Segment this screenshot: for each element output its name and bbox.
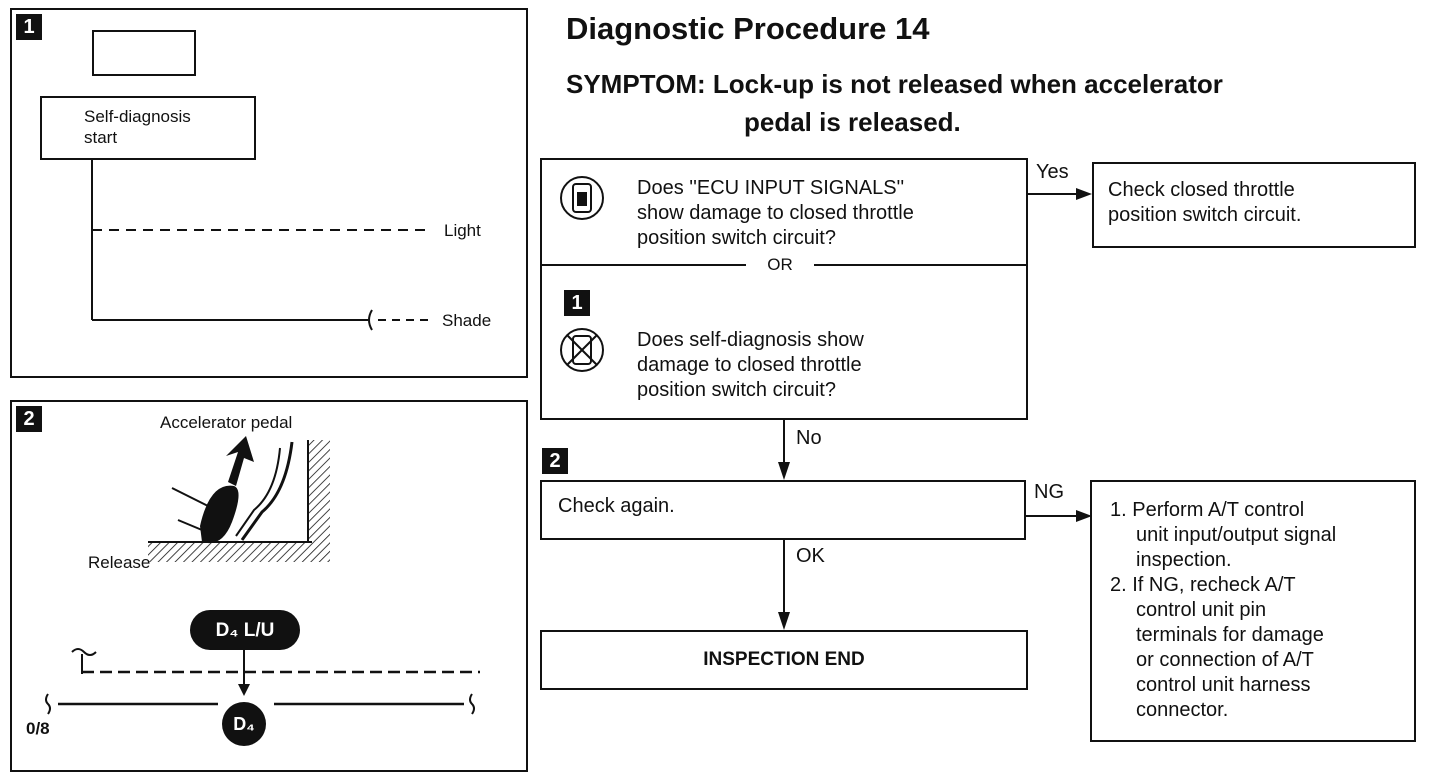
timing-diagram [91, 160, 432, 331]
pedal-illustration [45, 436, 480, 746]
ng-result-line-6: terminals for damage [1136, 624, 1324, 646]
ng-result-line-8: control unit harness [1136, 674, 1311, 696]
empty-indicator-box [92, 30, 196, 76]
check-again-label: Check again. [558, 495, 675, 517]
ok-label: OK [796, 545, 825, 567]
yes-label: Yes [1036, 161, 1069, 183]
or-divider [542, 264, 1026, 266]
ng-result-line-3: inspection. [1136, 549, 1232, 571]
panel1-badge: 1 [16, 14, 42, 40]
page-title: Diagnostic Procedure 14 [566, 11, 930, 46]
ng-result-line-9: connector. [1136, 699, 1229, 721]
release-label: Release [88, 553, 151, 572]
no-label: No [796, 427, 822, 449]
question-box: Does ''ECU INPUT SIGNALS'' show damage t… [540, 158, 1028, 420]
inspection-end-label: INSPECTION END [703, 649, 865, 670]
shade-label: Shade [442, 311, 492, 330]
self-diagnosis-label-1: Self-diagnosis [84, 107, 191, 126]
step1-badge: 1 [564, 290, 590, 316]
ng-result-line-4: 2. If NG, recheck A/T [1110, 574, 1296, 596]
symptom-line-2: pedal is released. [744, 107, 961, 137]
inspection-end-box: INSPECTION END [540, 630, 1028, 690]
light-label: Light [444, 221, 481, 240]
question1-line-3: position switch circuit? [637, 227, 836, 249]
panel2-badge: 2 [16, 406, 42, 432]
self-diagnosis-label-2: start [84, 128, 118, 147]
panel-self-diagnosis: 1 Self-diagnosis start Light Shade [10, 8, 528, 378]
ng-result-line-5: control unit pin [1136, 599, 1267, 621]
ng-result-line-2: unit input/output signal [1136, 524, 1337, 546]
question2-line-1: Does self-diagnosis show [637, 329, 864, 351]
question1-line-2: show damage to closed throttle [637, 202, 914, 224]
symptom-line-1: SYMPTOM: Lock-up is not released when ac… [566, 69, 1223, 99]
yes-result-line-1: Check closed throttle [1108, 179, 1295, 201]
yes-result-box: Check closed throttle position switch ci… [1092, 162, 1416, 248]
question1-line-1: Does ''ECU INPUT SIGNALS'' [637, 177, 905, 199]
check-again-box: Check again. [540, 480, 1026, 540]
consult-tester-icon [560, 176, 604, 220]
ng-result-box: 1. Perform A/T control unit input/output… [1090, 480, 1416, 742]
no-tester-icon [560, 328, 604, 372]
panel-accelerator-pedal: 2 Accelerator pedal [10, 400, 528, 772]
step2-badge: 2 [542, 448, 568, 474]
d4-lu-label: D₄ L/U [215, 620, 275, 641]
ng-result-line-7: or connection of A/T [1136, 649, 1314, 671]
accelerator-pedal-label: Accelerator pedal [160, 413, 293, 432]
self-diagnosis-start-box: Self-diagnosis start [40, 96, 256, 160]
or-label: OR [767, 255, 793, 274]
yes-result-line-2: position switch circuit. [1108, 204, 1302, 226]
ng-label: NG [1034, 481, 1064, 503]
question2-line-2: damage to closed throttle [637, 354, 862, 376]
question2-line-3: position switch circuit? [637, 379, 836, 401]
d4-label: D₄ [233, 714, 255, 734]
axis-label: 0/8 [26, 719, 50, 738]
ng-result-line-1: 1. Perform A/T control [1110, 499, 1305, 521]
